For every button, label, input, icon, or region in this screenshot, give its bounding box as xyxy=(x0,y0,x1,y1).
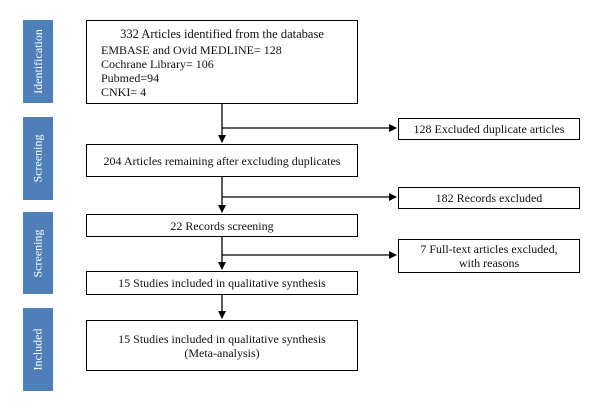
qualitative-text: 15 Studies included in qualitative synth… xyxy=(118,276,326,290)
identified-title: 332 Articles identified from the databas… xyxy=(120,27,324,41)
fulltext-excluded-line1: 7 Full-text articles excluded, xyxy=(420,242,558,256)
source-cnki: CNKI= 4 xyxy=(101,85,147,99)
fulltext-excluded-line2: with reasons xyxy=(458,256,520,270)
phase-screening-2: Screening xyxy=(23,212,53,294)
qualitative-box: 15 Studies included in qualitative synth… xyxy=(86,271,358,295)
meta-text-line1: 15 Studies included in qualitative synth… xyxy=(118,331,326,346)
phase-identification: Identification xyxy=(23,20,53,103)
phase-screening-1: Screening xyxy=(23,117,53,200)
source-embase: EMBASE and Ovid MEDLINE= 128 xyxy=(101,43,282,57)
duplicates-excluded-text: 128 Excluded duplicate articles xyxy=(413,122,565,136)
records-screening-box: 22 Records screening xyxy=(86,214,358,237)
identified-box: 332 Articles identified from the databas… xyxy=(86,20,358,104)
source-list: EMBASE and Ovid MEDLINE= 128 Cochrane Li… xyxy=(101,43,282,99)
remaining-box: 204 Articles remaining after excluding d… xyxy=(86,144,358,177)
phase-included: Included xyxy=(23,308,53,391)
records-screening-text: 22 Records screening xyxy=(170,218,274,233)
records-excluded-text: 182 Records excluded xyxy=(435,191,543,205)
records-excluded-box: 182 Records excluded xyxy=(398,187,580,209)
duplicates-excluded-box: 128 Excluded duplicate articles xyxy=(398,118,580,140)
meta-text-line2: (Meta-analysis) xyxy=(184,345,260,360)
remaining-text: 204 Articles remaining after excluding d… xyxy=(103,153,341,168)
source-pubmed: Pubmed=94 xyxy=(101,71,160,85)
fulltext-excluded-box: 7 Full-text articles excluded, with reas… xyxy=(398,239,580,273)
meta-analysis-box: 15 Studies included in qualitative synth… xyxy=(86,320,358,371)
source-cochrane: Cochrane Library= 106 xyxy=(101,57,214,71)
